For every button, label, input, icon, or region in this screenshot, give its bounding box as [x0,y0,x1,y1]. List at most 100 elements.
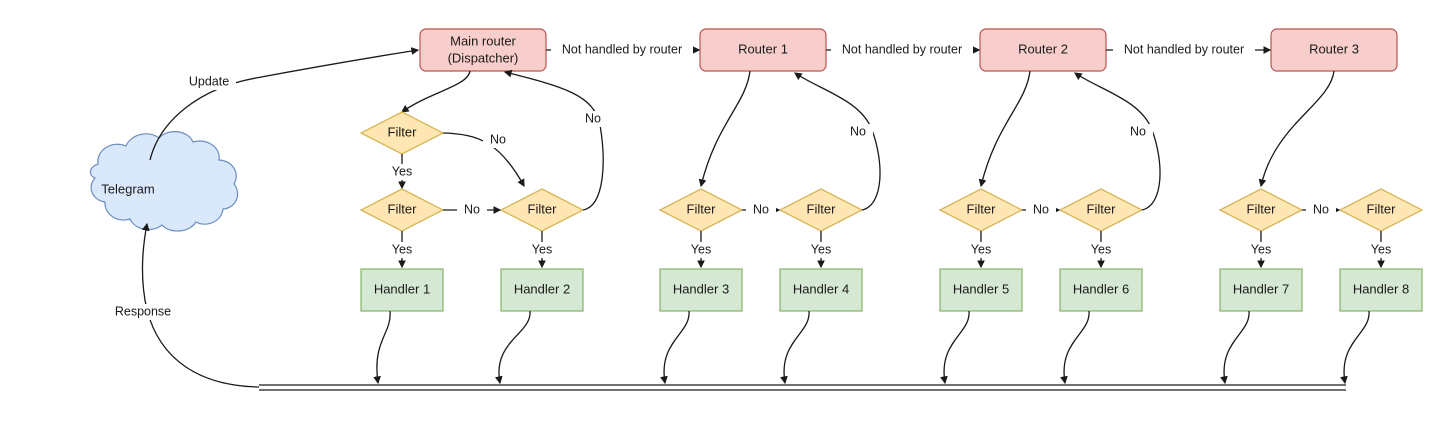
handler-2[interactable]: Handler 2 [500,268,584,312]
filter-a3-label: Filter [528,201,558,216]
no-label-a1: No [490,132,506,146]
main-router-label-line1: Main router [450,33,516,48]
handler-5-label: Handler 5 [953,281,1009,296]
handler-8-label: Handler 8 [1353,281,1409,296]
router-1[interactable]: Router 1 [699,28,827,72]
update-label: Update [189,74,229,88]
filter-b2[interactable]: Filter [778,188,864,232]
handler-2-box [500,268,584,312]
edge-handler-8-to-bus [1340,310,1370,385]
yes-label-7: Yes [1251,242,1271,256]
handler-7-box [1219,268,1303,312]
handler-7[interactable]: Handler 7 [1219,268,1303,312]
handler-1-box [360,268,444,312]
yes-label-1: Yes [392,242,412,256]
label-bg-no-a2 [457,202,487,218]
filter-a2[interactable]: Filter [359,188,445,232]
edge-handler-1-to-bus [373,310,391,385]
handler-3-box [659,268,743,312]
filter-a1[interactable]: Filter [359,111,445,155]
router-3-label: Router 3 [1309,41,1359,56]
handler-5-box [939,268,1023,312]
router-2[interactable]: Router 2 [979,28,1107,72]
edge-handler-4-to-bus [780,310,810,385]
filter-b1-label: Filter [687,201,717,216]
router-3[interactable]: Router 3 [1270,28,1398,72]
handler-8[interactable]: Handler 8 [1339,268,1423,312]
edge-filter-a3-no-return [503,69,604,211]
label-bg-1 [551,42,693,58]
label-bg-no-b2 [843,124,873,140]
no-label-d1: No [1313,202,1329,216]
filter-d1[interactable]: Filter [1218,188,1304,232]
edge-mainrouter-to-filter-a1 [401,70,471,113]
edge-update [149,47,420,161]
label-bg-update [180,74,236,90]
label-bg-yes-a [385,164,419,180]
handler-2-label: Handler 2 [514,281,570,296]
handler-4-label: Handler 4 [793,281,849,296]
label-bg-yes-4 [804,242,838,258]
no-label-c2-return: No [1130,124,1146,138]
edge-handler-2-to-bus [494,310,531,385]
filter-c1[interactable]: Filter [938,188,1024,232]
filter-a1-label: Filter [388,124,418,139]
edge-filter-b2-no-return [794,72,881,211]
yes-label-a1: Yes [392,164,412,178]
edge-handler-5-to-bus [940,310,970,385]
edge-router2-to-filter-c1 [978,70,1031,188]
router-2-label: Router 2 [1018,41,1068,56]
no-label-a2: No [464,202,480,216]
edge-handler-7-to-bus [1220,310,1250,385]
not-handled-label-1: Not handled by router [562,42,682,56]
edge-filter-c2-no-return [1074,72,1161,211]
handler-6-box [1059,268,1143,312]
label-bg-2 [831,42,973,58]
yes-label-2: Yes [532,242,552,256]
yes-label-6: Yes [1091,242,1111,256]
handler-4[interactable]: Handler 4 [779,268,863,312]
handler-6-label: Handler 6 [1073,281,1129,296]
no-label-b2-return: No [850,124,866,138]
yes-label-8: Yes [1371,242,1391,256]
filter-b1[interactable]: Filter [658,188,744,232]
filter-c2[interactable]: Filter [1058,188,1144,232]
not-handled-label-3: Not handled by router [1124,42,1244,56]
filter-a3[interactable]: Filter [499,188,585,232]
label-bg-response [107,304,179,320]
yes-label-3: Yes [691,242,711,256]
filter-b2-label: Filter [807,201,837,216]
main-router[interactable]: Main router (Dispatcher) [419,28,547,72]
main-router-label-line2: (Dispatcher) [448,50,519,65]
handler-6[interactable]: Handler 6 [1059,268,1143,312]
label-bg-no-d1 [1306,202,1336,218]
handler-4-box [779,268,863,312]
label-bg-no-b1 [746,202,776,218]
telegram-cloud[interactable]: Telegram [89,131,239,232]
handler-5[interactable]: Handler 5 [939,268,1023,312]
handler-1-label: Handler 1 [374,281,430,296]
label-bg-yes-2 [525,242,559,258]
no-label-c1: No [1033,202,1049,216]
filter-d2[interactable]: Filter [1338,188,1424,232]
label-bg-yes-8 [1364,242,1398,258]
filter-d1-label: Filter [1247,201,1277,216]
filter-a2-label: Filter [388,201,418,216]
handler-8-box [1339,268,1423,312]
edge-handler-6-to-bus [1060,310,1090,385]
label-bg-no-a3 [578,111,608,127]
label-bg-yes-1 [385,242,419,258]
filter-c2-label: Filter [1087,201,1117,216]
edge-router3-to-filter-d1 [1258,70,1335,188]
yes-label-5: Yes [971,242,991,256]
edge-router1-to-filter-b1 [698,70,751,188]
label-bg-no-c1 [1026,202,1056,218]
handler-3[interactable]: Handler 3 [659,268,743,312]
no-label-a3-return: No [585,111,601,125]
router-1-label: Router 1 [738,41,788,56]
handler-1[interactable]: Handler 1 [360,268,444,312]
not-handled-label-2: Not handled by router [842,42,962,56]
label-bg-3 [1113,42,1255,58]
